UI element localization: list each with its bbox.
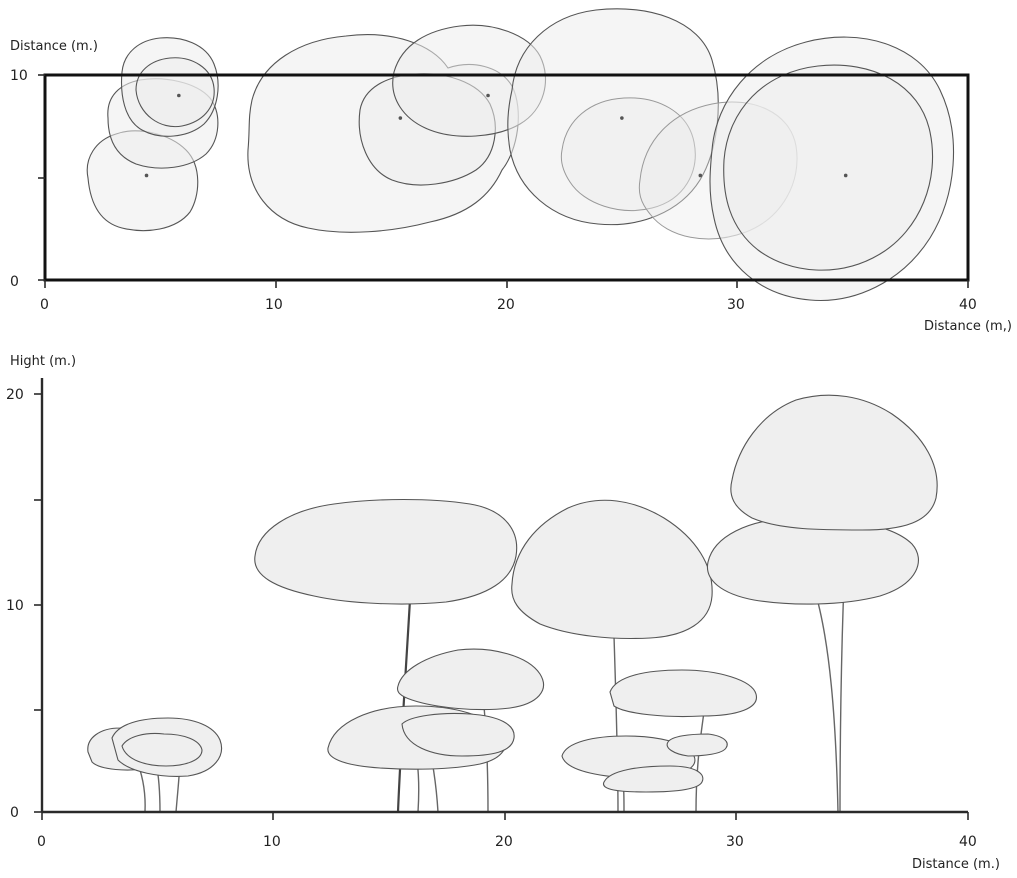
bottom-x-tick-label-0: 0 [37,834,46,850]
trunk-low-2 [695,711,705,813]
tree-elevation-plot: Hight (m.) 20 10 0 0 10 20 30 40 Distanc… [6,354,1000,872]
side-crown-mid-right-1 [609,669,757,718]
trunk-tall-3a [813,587,839,813]
tree-center-dot [177,93,181,98]
tree-center-dot [620,116,624,120]
tree-center-dot [144,173,149,178]
side-crown-left-3 [121,732,203,767]
side-crown-mid-low-2 [401,712,515,757]
plan-crowns [86,8,954,302]
bottom-x-tick-label-30: 30 [726,834,744,850]
bottom-x-tick-label-40: 40 [959,834,977,850]
trunk-tall-2 [613,635,619,813]
plan-crown-right-middle-inner [560,97,696,211]
side-crown-tall-3-upper [730,394,938,531]
top-y-axis-label: Distance (m.) [10,39,98,54]
tree-center-dot [843,173,848,178]
side-crown-mid-med [396,648,545,711]
bottom-y-tick-label-10: 10 [6,598,24,614]
side-crowns [87,394,938,793]
bottom-x-tick-label-20: 20 [495,834,513,850]
plan-tree-centers [144,93,848,178]
top-x-tick-label-0: 0 [40,297,49,313]
plan-crown-right-middle [507,8,719,226]
top-x-axis-label: Distance (m,) [924,319,1012,334]
top-x-tick-label-10: 10 [265,297,283,313]
top-x-tick-label-20: 20 [497,297,515,313]
tree-center-dot [486,93,490,98]
top-y-tick-label-0: 0 [10,274,19,290]
plan-crown-far-right-inner [723,64,934,271]
side-crown-tall-3-lower [706,517,919,605]
bottom-y-tick-label-0: 0 [10,805,19,821]
tree-center-dot [398,116,403,120]
bottom-x-tick-label-10: 10 [263,834,281,850]
side-crown-low-right-3 [666,733,728,757]
top-x-tick-label-40: 40 [959,297,977,313]
bottom-y-tick-label-20: 20 [6,387,24,403]
bottom-x-axis-label: Distance (m.) [912,857,1000,872]
side-crown-tall-1 [254,498,518,605]
tree-center-dot [698,173,703,178]
top-y-tick-label-10: 10 [10,68,28,84]
side-crown-tall-2 [511,499,713,640]
bottom-y-axis-label: Hight (m.) [10,354,76,369]
top-x-tick-label-30: 30 [727,297,745,313]
side-crown-low-right-2 [603,765,704,793]
crown-projection-plot: Distance (m.) 10 0 0 10 20 30 40 Distanc… [10,8,1012,334]
